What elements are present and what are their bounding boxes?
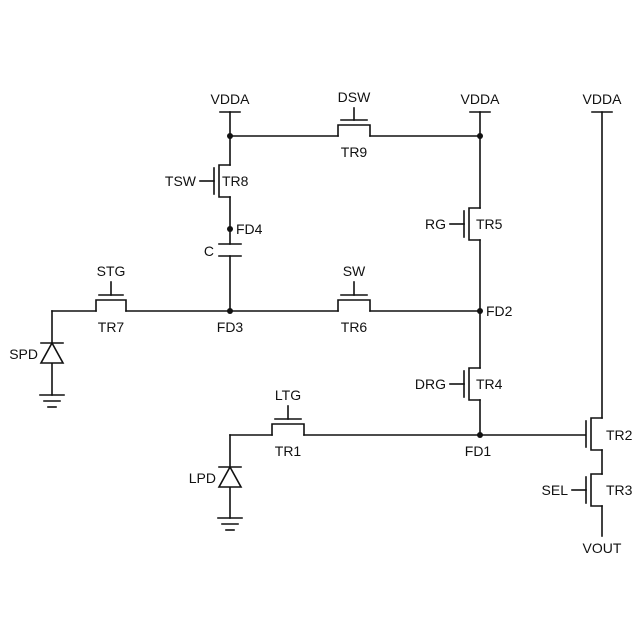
gate-label-drg: DRG xyxy=(415,376,446,392)
vout-label: VOUT xyxy=(583,540,622,556)
tr2-label: TR2 xyxy=(606,427,633,443)
tr5-label: TR5 xyxy=(476,216,503,232)
wires xyxy=(52,112,602,536)
transistor-tr3: SEL TR3 xyxy=(542,474,633,506)
photodiode-spd: SPD xyxy=(9,343,64,407)
transistor-tr8: TSW TR8 xyxy=(165,165,249,197)
vdda-right-label: VDDA xyxy=(583,91,623,107)
node-label-fd3: FD3 xyxy=(217,319,244,335)
node-label-fd1: FD1 xyxy=(465,443,492,459)
tr4-label: TR4 xyxy=(476,376,503,392)
junction-vdda-left xyxy=(227,133,233,139)
tr8-label: TR8 xyxy=(222,173,249,189)
spd-label: SPD xyxy=(9,346,38,362)
gate-label-rg: RG xyxy=(425,216,446,232)
gate-label-sw: SW xyxy=(343,263,366,279)
tr7-label: TR7 xyxy=(98,319,125,335)
photodiode-lpd: LPD xyxy=(189,467,242,530)
tr6-label: TR6 xyxy=(341,319,368,335)
gate-label-tsw: TSW xyxy=(165,173,197,189)
capacitor-label: C xyxy=(204,243,214,259)
transistor-tr4: DRG TR4 xyxy=(415,368,503,400)
junction-fd3 xyxy=(227,308,233,314)
transistor-tr5: RG TR5 xyxy=(425,208,503,240)
junction-fd1 xyxy=(477,432,483,438)
gate-label-dsw: DSW xyxy=(338,89,371,105)
junction-vdda-mid xyxy=(477,133,483,139)
transistor-tr7: STG TR7 xyxy=(96,263,126,335)
vdda-mid-label: VDDA xyxy=(461,91,501,107)
junction-fd4 xyxy=(227,226,233,232)
supply-vdda-mid: VDDA xyxy=(461,91,501,112)
capacitor-c: C xyxy=(204,243,241,259)
tr1-label: TR1 xyxy=(275,443,302,459)
ground-icon xyxy=(218,518,242,530)
ground-icon xyxy=(40,395,64,407)
tr9-label: TR9 xyxy=(341,144,368,160)
gate-label-ltg: LTG xyxy=(275,387,301,403)
node-label-fd4: FD4 xyxy=(236,221,263,237)
gate-label-stg: STG xyxy=(97,263,126,279)
supply-vdda-right: VDDA xyxy=(583,91,623,112)
gate-label-sel: SEL xyxy=(542,482,569,498)
vdda-left-label: VDDA xyxy=(211,91,251,107)
tr3-label: TR3 xyxy=(606,482,633,498)
junction-dots xyxy=(227,133,483,438)
junction-fd2 xyxy=(477,308,483,314)
lpd-label: LPD xyxy=(189,470,216,486)
supply-vdda-left: VDDA xyxy=(211,91,251,112)
node-label-fd2: FD2 xyxy=(486,303,513,319)
transistor-tr2: TR2 xyxy=(586,418,633,450)
transistor-tr1: LTG TR1 xyxy=(272,387,304,459)
transistor-tr6: SW TR6 xyxy=(338,263,370,335)
transistor-tr9: DSW TR9 xyxy=(338,89,371,160)
